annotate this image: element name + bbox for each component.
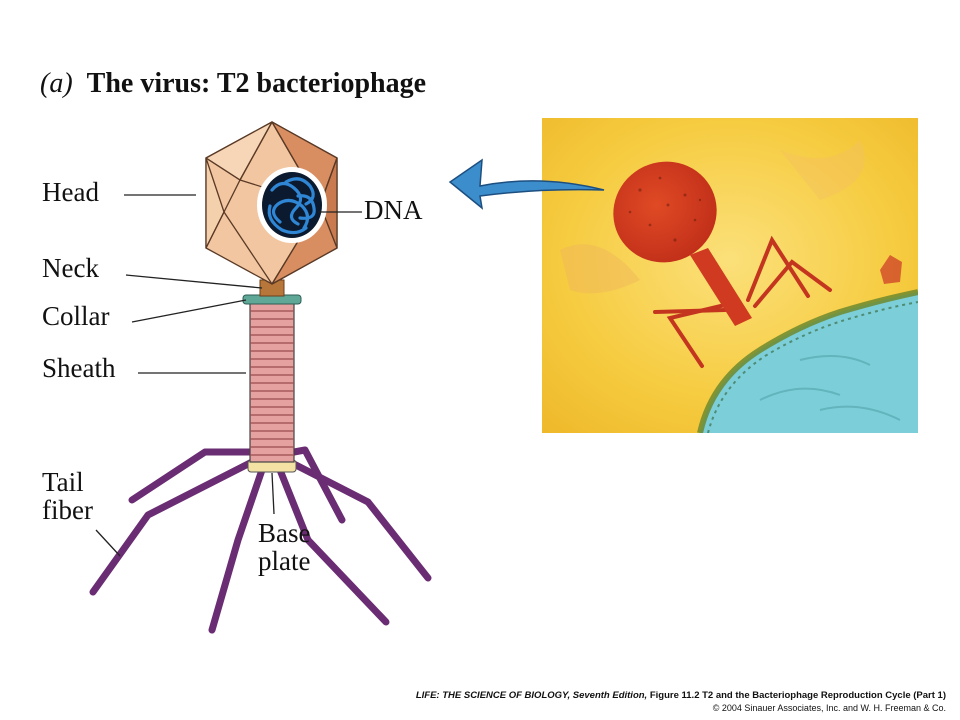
virus-head <box>613 161 717 263</box>
tail-fibers <box>89 446 432 634</box>
copyright: © 2004 Sinauer Associates, Inc. and W. H… <box>712 703 946 713</box>
label-base-plate-line2: plate <box>258 546 311 577</box>
label-base-plate-line1: Base <box>258 518 311 548</box>
sheath <box>249 302 295 463</box>
label-base-plate: Base plate <box>258 519 310 576</box>
virus-tail <box>690 248 752 326</box>
figure-title: (a) The virus: T2 bacteriophage <box>40 68 426 100</box>
label-neck: Neck <box>42 253 99 283</box>
host-cell <box>700 292 918 433</box>
arrow-icon <box>448 158 605 210</box>
figure-caption: Figure 11.2 T2 and the Bacteriophage Rep… <box>647 690 946 701</box>
title-text: The virus: T2 bacteriophage <box>86 68 427 99</box>
label-collar: Collar <box>42 301 110 331</box>
label-tail-fiber-line1: Tail <box>42 467 84 497</box>
dna-icon <box>257 167 327 243</box>
label-head: Head <box>42 177 99 207</box>
leader-lines <box>95 194 362 557</box>
label-tail-fiber: Tail fiber <box>42 468 93 525</box>
figure-citation: LIFE: THE SCIENCE OF BIOLOGY, Seventh Ed… <box>416 690 946 701</box>
panel-letter: (a) <box>40 68 73 99</box>
virus-fibers <box>653 235 832 368</box>
label-dna: DNA <box>364 195 423 225</box>
label-sheath: Sheath <box>42 353 116 383</box>
label-tail-fiber-line2: fiber <box>42 495 93 526</box>
micrograph <box>542 118 918 433</box>
book-title: LIFE: THE SCIENCE OF BIOLOGY, Seventh Ed… <box>415 690 648 701</box>
